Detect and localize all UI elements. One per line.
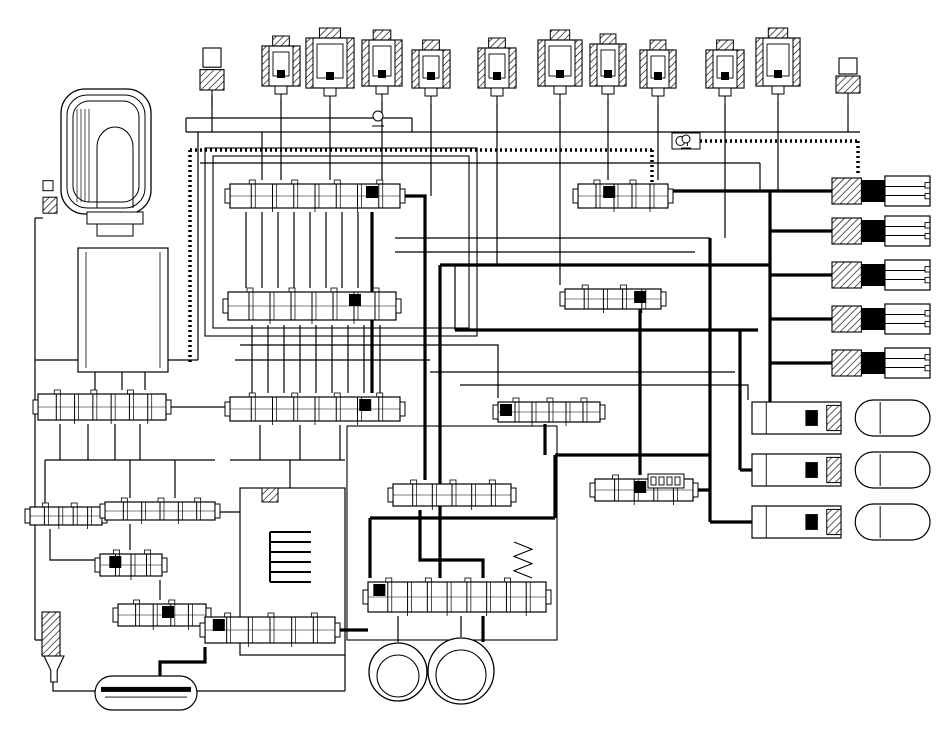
check-ball-1 [372,110,384,127]
check-ball-2 [681,134,691,149]
shift-solenoid-3 [831,259,931,291]
valve-body-section [239,487,346,656]
spool-valve-10 [24,502,108,529]
shift-solenoid-4 [831,303,931,335]
solenoid-valve-5 [477,37,517,106]
spool-valve-11 [99,497,221,524]
oil-pump-gear-1 [368,642,428,702]
spool-valve-8 [387,479,517,510]
solenoid-valve-9 [705,39,745,106]
spool-valve-1 [224,179,406,212]
components-layer [24,27,931,711]
hydraulic-line-63 [240,344,499,398]
hydraulic-line-73 [460,384,749,400]
solenoid-valve-4 [411,39,451,106]
shift-solenoid-1 [831,175,931,207]
shift-solenoid-5 [831,347,931,379]
hydraulic-lines-layer [34,96,860,692]
solenoid-valve-7 [589,33,627,104]
solenoid-valve-10 [755,27,801,104]
spool-valve-2 [572,179,674,212]
spool-valve-5 [32,389,172,424]
hydraulic-line-79 [52,682,95,692]
hydraulic-line-43 [49,529,100,561]
spool-valve-13 [112,599,212,630]
solenoid-valve-8 [639,39,677,106]
solenoid-valve-2 [305,27,355,106]
oil-pump-gear-2 [427,637,495,705]
circuit-frame-1 [204,147,478,337]
solenoid-valve-1 [261,35,301,104]
solenoid-valve-6 [537,29,583,104]
spool-valve-3 [222,287,402,324]
main-pressure-line-102 [418,510,485,578]
spool-valve-15 [362,577,552,616]
electrical-connector-1 [199,47,225,108]
spool-valve-6 [224,392,406,425]
accumulator-3 [751,503,931,541]
main-pressure-line-81 [400,194,427,480]
shift-solenoid-2 [831,215,931,247]
transmission-case [77,247,169,373]
accumulator-2 [751,451,931,489]
spool-valve-14 [199,612,341,647]
solenoid-valve-3 [361,29,403,104]
spool-valve-7 [492,397,606,426]
electrical-connector-2 [835,57,861,108]
spring [512,541,534,579]
accumulator-1 [751,399,931,437]
torque-converter [42,88,152,237]
circuit-frame-2 [212,155,470,329]
main-pressure-line-106 [158,647,207,676]
orifice-detail [647,473,685,489]
spool-valve-12 [94,549,168,580]
oil-pan [94,675,198,711]
spool-valve-4 [559,284,667,313]
suction-funnel [43,655,65,683]
check-valve [41,611,61,657]
